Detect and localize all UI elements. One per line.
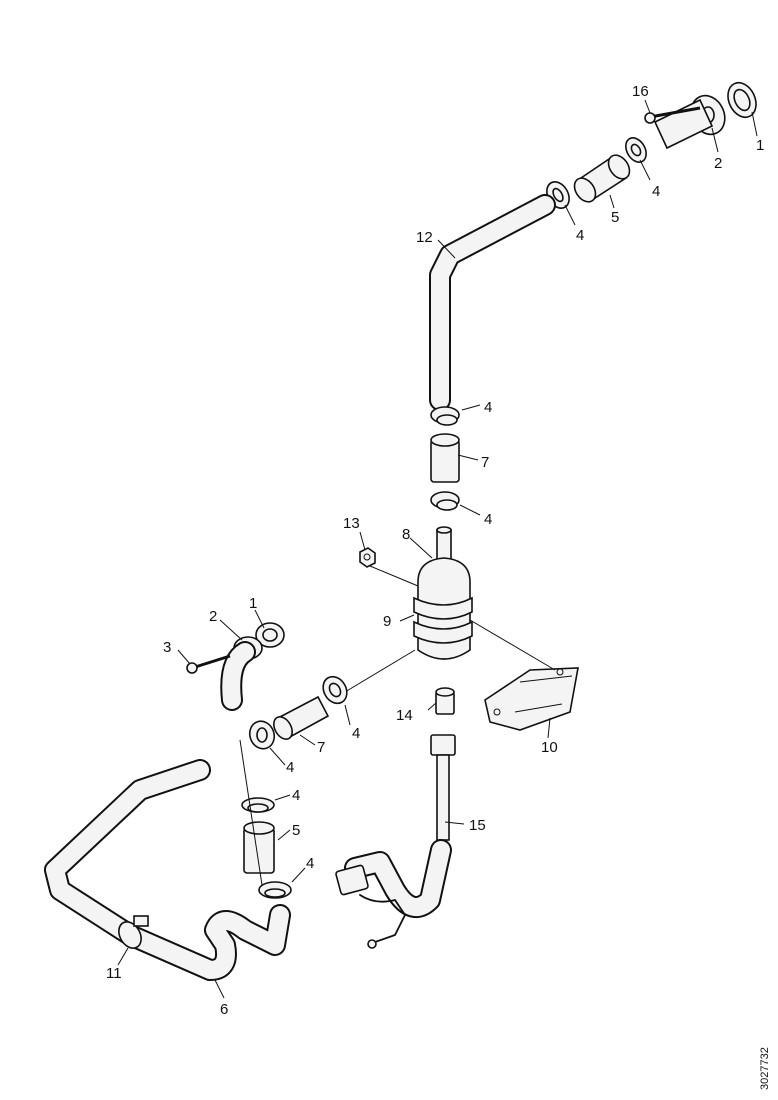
callout-4-c: 4 (484, 399, 492, 416)
upper-right-assembly (429, 81, 757, 511)
bracket-part-10 (484, 667, 579, 731)
clamp-part-4-a (625, 137, 647, 163)
hose-part-12 (429, 194, 556, 411)
sleeve-part-7-lower (273, 695, 330, 740)
sensor-part-14 (435, 687, 455, 715)
callout-12: 12 (416, 229, 433, 246)
clamp-part-4-c (430, 406, 460, 426)
sender-hose-part-15 (335, 734, 456, 949)
callout-4-g: 4 (292, 787, 300, 804)
callout-7-upper: 7 (481, 454, 489, 471)
clamp-part-4-f (248, 720, 276, 750)
callout-2-lower: 2 (209, 608, 217, 625)
callout-14: 14 (396, 707, 413, 724)
clip-part-11 (118, 915, 149, 949)
callout-4-b: 4 (576, 227, 584, 244)
sleeve-part-7-upper (430, 433, 460, 483)
callout-16: 16 (632, 83, 649, 100)
callout-8: 8 (402, 526, 410, 543)
callout-4-a: 4 (652, 183, 660, 200)
clamp-part-4-d (430, 491, 460, 511)
callout-15: 15 (469, 817, 486, 834)
nut-part-13 (359, 547, 376, 568)
hose-part-6 (44, 759, 291, 981)
callout-5-upper: 5 (611, 209, 619, 226)
callout-1-upper: 1 (756, 137, 764, 154)
clamp-part-4-g (241, 797, 275, 813)
bolt-part-3 (186, 654, 231, 674)
callout-13: 13 (343, 515, 360, 532)
clamp-part-4-h (258, 881, 292, 899)
callout-4-e: 4 (352, 725, 360, 742)
figure-code: 3027732 (759, 1047, 771, 1090)
callout-labels: 1 1 2 2 3 4 4 4 4 4 4 4 4 5 5 6 7 7 8 9 … (106, 83, 771, 1090)
callout-2-upper: 2 (714, 155, 722, 172)
fitting-part-2-upper (653, 94, 726, 150)
callout-4-f: 4 (286, 759, 294, 776)
leader-lines (117, 99, 758, 999)
fitting-part-2-lower (220, 636, 263, 711)
callout-4-d: 4 (484, 511, 492, 528)
left-assembly (44, 622, 348, 981)
callout-1-lower: 1 (249, 595, 257, 612)
callout-5-lower: 5 (292, 822, 300, 839)
clamp-part-4-e (322, 675, 348, 705)
callout-9: 9 (383, 613, 391, 630)
callout-6: 6 (220, 1001, 228, 1018)
sleeve-part-5-lower (243, 821, 275, 874)
callout-11: 11 (106, 965, 122, 982)
callout-3: 3 (163, 639, 171, 656)
sleeve-part-5-upper (573, 154, 631, 203)
callout-4-h: 4 (306, 855, 314, 872)
clamp-band-part-9 (413, 596, 473, 644)
callout-7-lower: 7 (317, 739, 325, 756)
filter-assembly (339, 526, 579, 731)
callout-10: 10 (541, 739, 558, 756)
sensor-assembly (335, 687, 456, 949)
